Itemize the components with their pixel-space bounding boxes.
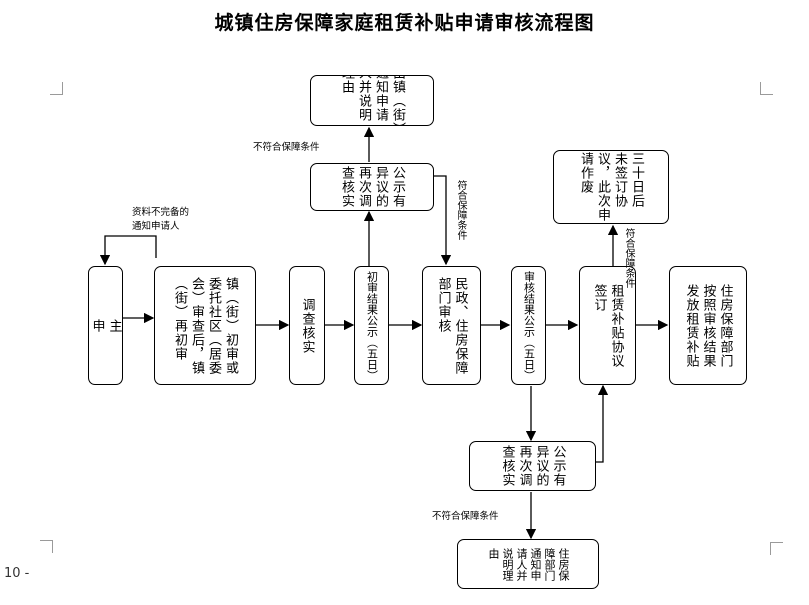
objection-top-text: 公示有 异议的 再次调 查核实 — [339, 166, 405, 208]
page-title: 城镇住房保障家庭租赁补贴申请审核流程图 — [214, 12, 595, 34]
arrow-objection-to-agreement — [596, 384, 609, 463]
investigate-box: 调查核实 — [289, 266, 325, 385]
civil-review-text: 民政、住房保障 部门审核 — [435, 276, 468, 375]
initial-review-text: 镇（街）初审或 委托社区（居委 会）审查后，镇 （街）再初审 — [172, 276, 238, 375]
not-qualified-top-label: 不符合保障条件 — [253, 142, 320, 153]
qualified-label: 符合保障条件 — [455, 180, 466, 240]
objection-bottom-text: 公示有 异议的 再次调 查核实 — [499, 445, 566, 487]
investigate-text: 调查核实 — [299, 297, 315, 354]
corner-mark-top-left — [50, 82, 63, 95]
civil-review-box: 民政、住房保障 部门审核 — [422, 266, 481, 385]
applicant-box: 户 主 申 请 — [88, 266, 123, 385]
review-publicity-text: 审核结果公示（五日） — [522, 270, 536, 381]
incomplete-label: 资料不完备的 通知申请人 — [132, 207, 190, 232]
corner-mark-bottom-left — [40, 540, 53, 553]
arrow-objection-to-civil — [434, 175, 452, 266]
review-publicity-box: 审核结果公示（五日） — [511, 266, 546, 385]
notify-bottom-text: 住房保 障部门 通知申 请人并 说明理 由 — [487, 547, 570, 581]
notify-bottom-box: 住房保 障部门 通知申 请人并 说明理 由 — [457, 539, 599, 589]
page-number: 10 - — [4, 566, 30, 581]
initial-review-box: 镇（街）初审或 委托社区（居委 会）审查后，镇 （街）再初审 — [154, 266, 256, 385]
first-publicity-box: 初审结果公示（五日） — [354, 266, 389, 385]
sign-agreement-box: 租赁补贴协议 签订 — [579, 266, 636, 385]
objection-bottom-box: 公示有 异议的 再次调 查核实 — [469, 441, 596, 491]
disburse-text: 住房保障部门 按照审核结果 发放租赁补贴 — [683, 283, 733, 368]
corner-mark-top-right — [760, 82, 773, 95]
objection-top-box: 公示有 异议的 再次调 查核实 — [310, 163, 434, 211]
applicant-text: 户 主 申 请 — [89, 318, 122, 333]
corner-mark-bottom-right — [770, 542, 783, 555]
void-text: 三十日后 未签订协 议，此次申 请作废 — [578, 152, 644, 222]
notify-top-box: 由镇（街） 通知申请 人并说明 理由 — [310, 75, 434, 126]
notify-top-text: 由镇（街） 通知申请 人并说明 理由 — [339, 75, 405, 126]
disburse-box: 住房保障部门 按照审核结果 发放租赁补贴 — [669, 266, 747, 385]
first-publicity-text: 初审结果公示（五日） — [365, 270, 379, 381]
void-box: 三十日后 未签订协 议，此次申 请作废 — [553, 150, 669, 224]
arrow-incomplete-return — [99, 235, 157, 266]
not-qualified-bottom-label: 不符合保障条件 — [432, 511, 499, 522]
qualified-side-label: 符合保障条件 — [623, 228, 634, 288]
sign-agreement-text: 租赁补贴协议 签订 — [591, 283, 624, 368]
